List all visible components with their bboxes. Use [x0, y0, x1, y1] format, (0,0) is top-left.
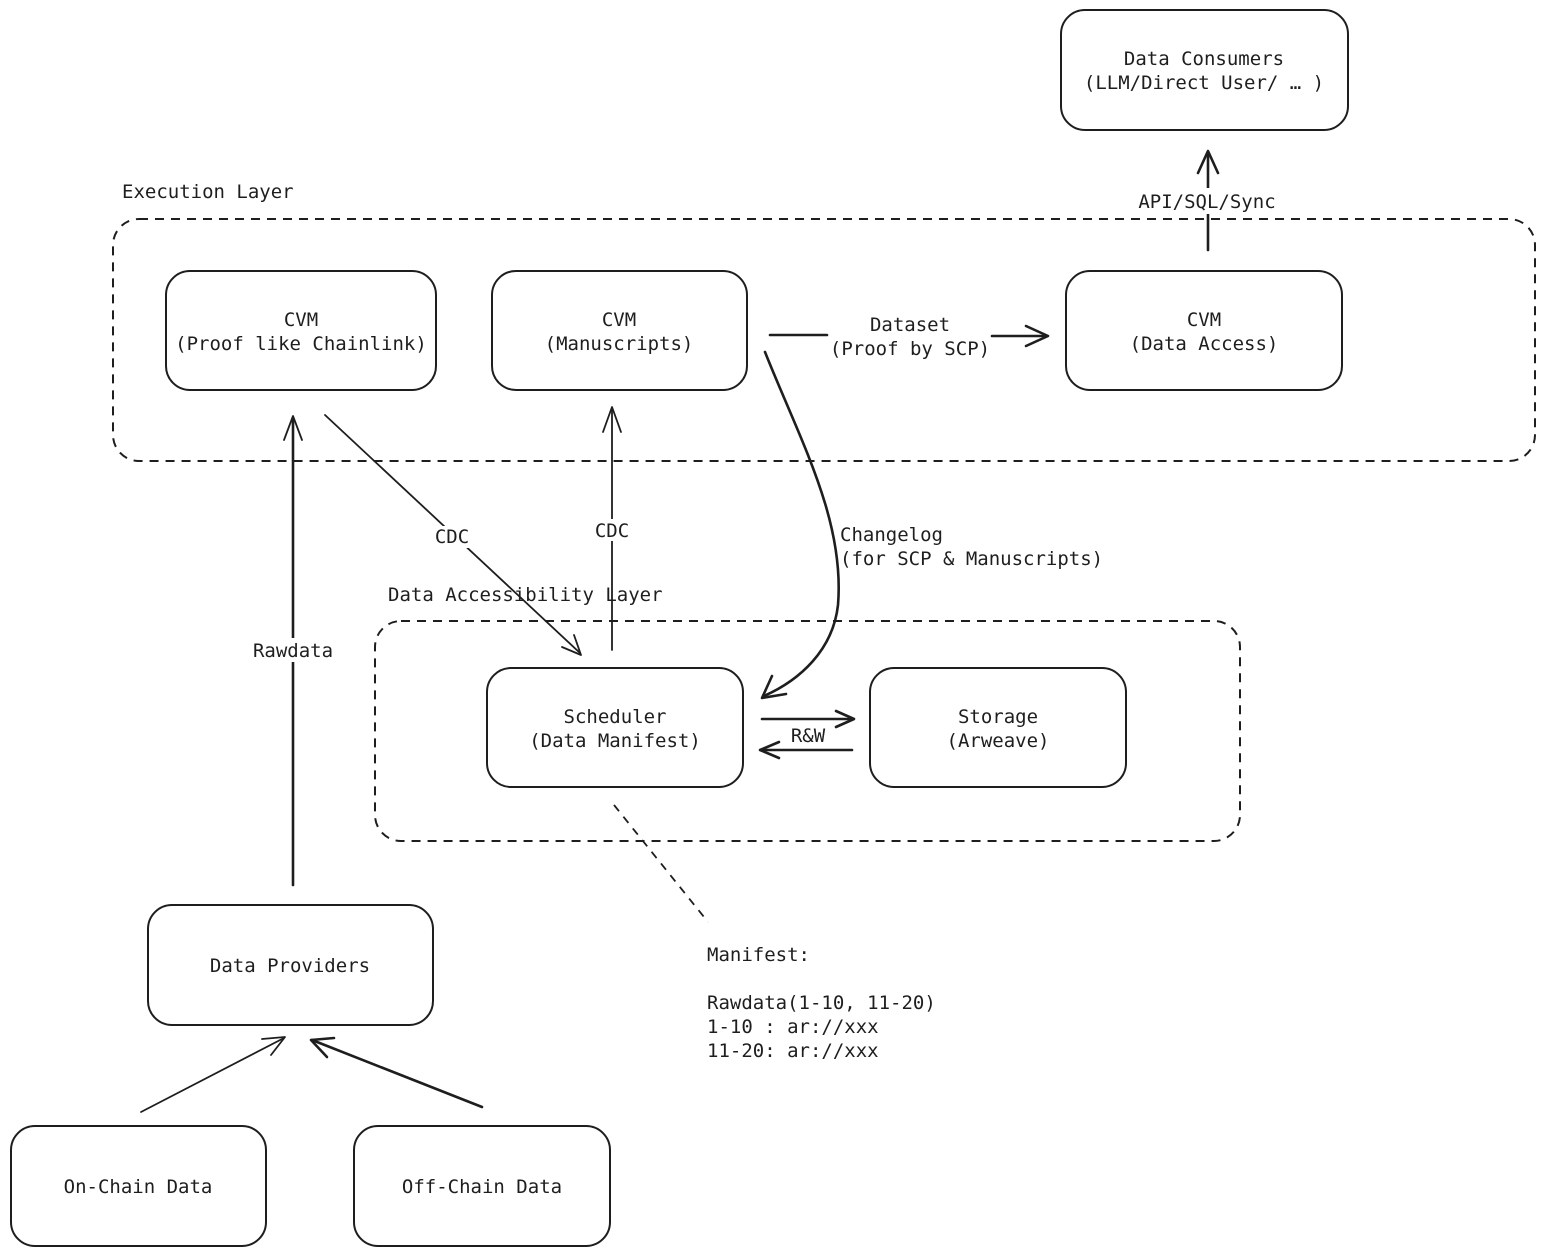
edge-label-changelog: Changelog: [840, 524, 943, 546]
node-title: Data Providers: [210, 955, 370, 977]
node-subtitle: (Proof like Chainlink): [175, 333, 427, 355]
node-title: CVM: [284, 309, 318, 331]
node-title: CVM: [1187, 309, 1221, 331]
edge-label-rawdata: Rawdata: [253, 640, 333, 662]
execution-layer-label: Execution Layer: [122, 181, 294, 203]
edge-off-chain-to-providers: [309, 1036, 484, 1109]
manifest-line: 11-20: ar://xxx: [707, 1040, 879, 1062]
node-data-consumers[interactable]: Data Consumers (LLM/Direct User/ … ): [1060, 9, 1349, 131]
data-accessibility-layer-group: [374, 620, 1241, 842]
edge-dataset: [768, 324, 1050, 348]
edge-label-cdc-right: CDC: [595, 520, 629, 542]
node-title: Scheduler: [564, 706, 667, 728]
node-title: On-Chain Data: [64, 1176, 213, 1198]
manifest-title: Manifest:: [707, 944, 810, 966]
edge-rw: [758, 709, 856, 760]
data-accessibility-layer-label: Data Accessibility Layer: [388, 584, 663, 606]
cdc-right-label-bg: [590, 519, 634, 541]
node-on-chain-data[interactable]: On-Chain Data: [10, 1125, 267, 1247]
node-cvm-proof[interactable]: CVM (Proof like Chainlink): [165, 270, 437, 391]
rawdata-label-bg: [248, 638, 338, 662]
node-title: CVM: [602, 309, 636, 331]
edge-on-chain-to-providers: [140, 1036, 286, 1113]
node-subtitle: (Data Access): [1130, 333, 1279, 355]
node-off-chain-data[interactable]: Off-Chain Data: [353, 1125, 611, 1247]
edge-label-cdc-left: CDC: [435, 526, 469, 548]
edge-label-dataset-sub: (Proof by SCP): [830, 338, 990, 360]
node-title: Storage: [958, 706, 1038, 728]
node-storage[interactable]: Storage (Arweave): [869, 667, 1127, 788]
manifest-note: Manifest: Rawdata(1-10, 11-20) 1-10 : ar…: [707, 944, 936, 1062]
node-cvm-data-access[interactable]: CVM (Data Access): [1065, 270, 1343, 391]
edge-label-changelog-sub: (for SCP & Manuscripts): [840, 548, 1103, 570]
node-subtitle: (Manuscripts): [545, 333, 694, 355]
node-data-providers[interactable]: Data Providers: [147, 904, 434, 1026]
node-subtitle: (LLM/Direct User/ … ): [1084, 72, 1324, 94]
node-subtitle: (Data Manifest): [529, 730, 701, 752]
node-cvm-manuscripts[interactable]: CVM (Manuscripts): [491, 270, 748, 391]
manifest-line: 1-10 : ar://xxx: [707, 1016, 879, 1038]
node-title: Data Consumers: [1124, 48, 1284, 70]
edge-label-api-sql-sync: API/SQL/Sync: [1138, 191, 1275, 213]
manifest-line: Rawdata(1-10, 11-20): [707, 992, 936, 1014]
execution-layer-group: [112, 218, 1536, 462]
manifest-leader-line: [613, 804, 709, 923]
api-label-bg: [1132, 188, 1282, 214]
edge-label-dataset: Dataset: [870, 314, 950, 336]
edge-changelog: [760, 350, 841, 700]
node-scheduler[interactable]: Scheduler (Data Manifest): [486, 667, 744, 788]
node-title: Off-Chain Data: [402, 1176, 562, 1198]
edge-label-rw: R&W: [791, 725, 826, 747]
cdc-left-label-bg: [430, 526, 476, 548]
node-subtitle: (Arweave): [947, 730, 1050, 752]
